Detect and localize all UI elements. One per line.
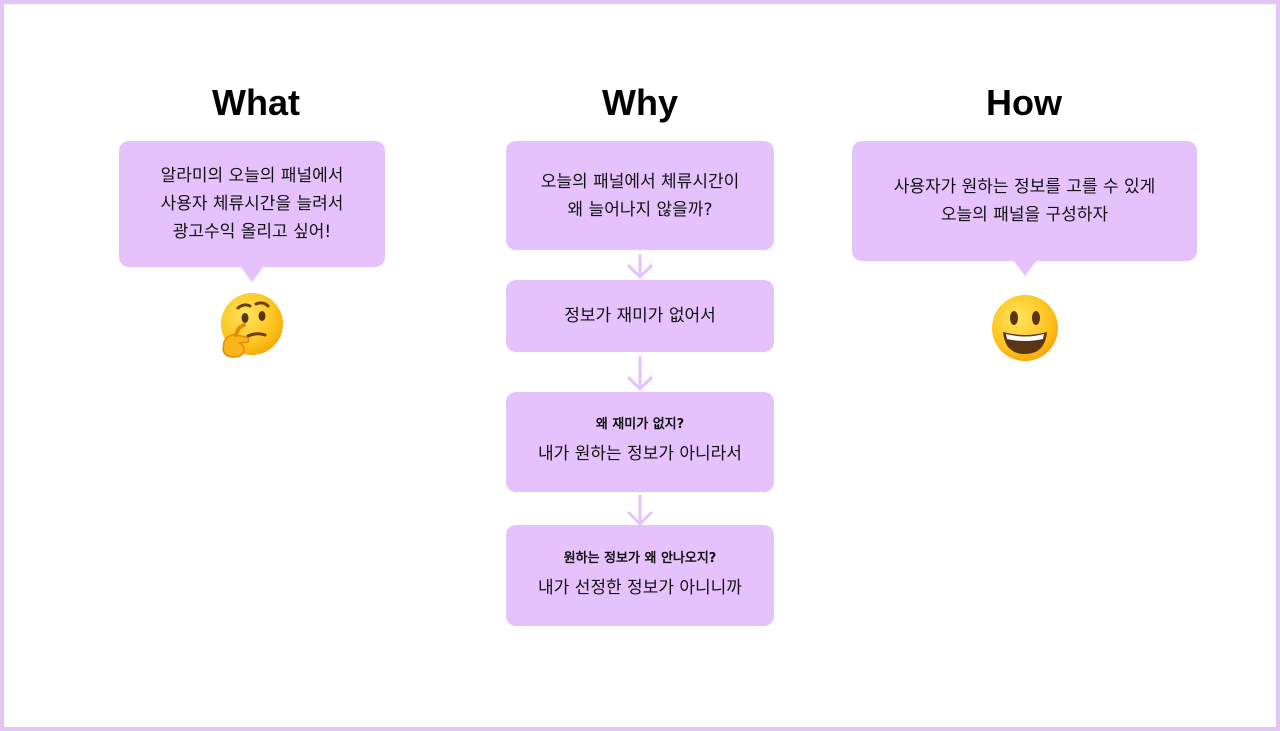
what-speech-bubble: 알라미의 오늘의 패널에서 사용자 체류시간을 늘려서 광고수익 올리고 싶어! — [119, 141, 385, 267]
why-step-4-question: 원하는 정보가 왜 안나오지? — [563, 550, 717, 566]
down-arrow-icon — [627, 356, 653, 391]
what-bubble-text: 알라미의 오늘의 패널에서 사용자 체류시간을 늘려서 광고수익 올리고 싶어! — [160, 166, 344, 242]
heading-what: What — [212, 82, 300, 123]
why-step-1: 오늘의 패널에서 체류시간이 왜 늘어나지 않을까? — [506, 141, 774, 250]
thinking-face-icon — [221, 293, 283, 358]
why-step-3-question: 왜 재미가 없지? — [595, 417, 685, 432]
why-step-2: 정보가 재미가 없어서 — [506, 280, 774, 352]
how-bubble-text: 사용자가 원하는 정보를 고를 수 있게 오늘의 패널을 구성하자 — [893, 177, 1156, 225]
how-speech-bubble: 사용자가 원하는 정보를 고를 수 있게 오늘의 패널을 구성하자 — [852, 141, 1197, 261]
why-step-2-text: 정보가 재미가 없어서 — [564, 306, 716, 326]
why-step-4-text: 내가 선정한 정보가 아니니까 — [538, 577, 742, 598]
down-arrow-icon — [627, 254, 653, 279]
what-bubble-tail — [240, 266, 264, 282]
why-step-4: 원하는 정보가 왜 안나오지? 내가 선정한 정보가 아니니까 — [506, 525, 774, 626]
why-step-1-text: 오늘의 패널에서 체류시간이 왜 늘어나지 않을까? — [540, 171, 740, 220]
why-step-3-text: 내가 원하는 정보가 아니라서 — [538, 444, 742, 464]
why-step-3: 왜 재미가 없지? 내가 원하는 정보가 아니라서 — [506, 392, 774, 492]
down-arrow-icon — [627, 495, 653, 526]
heading-how: How — [986, 82, 1062, 123]
grinning-face-icon — [992, 295, 1058, 361]
how-bubble-tail — [1013, 260, 1037, 276]
heading-why: Why — [602, 82, 678, 123]
